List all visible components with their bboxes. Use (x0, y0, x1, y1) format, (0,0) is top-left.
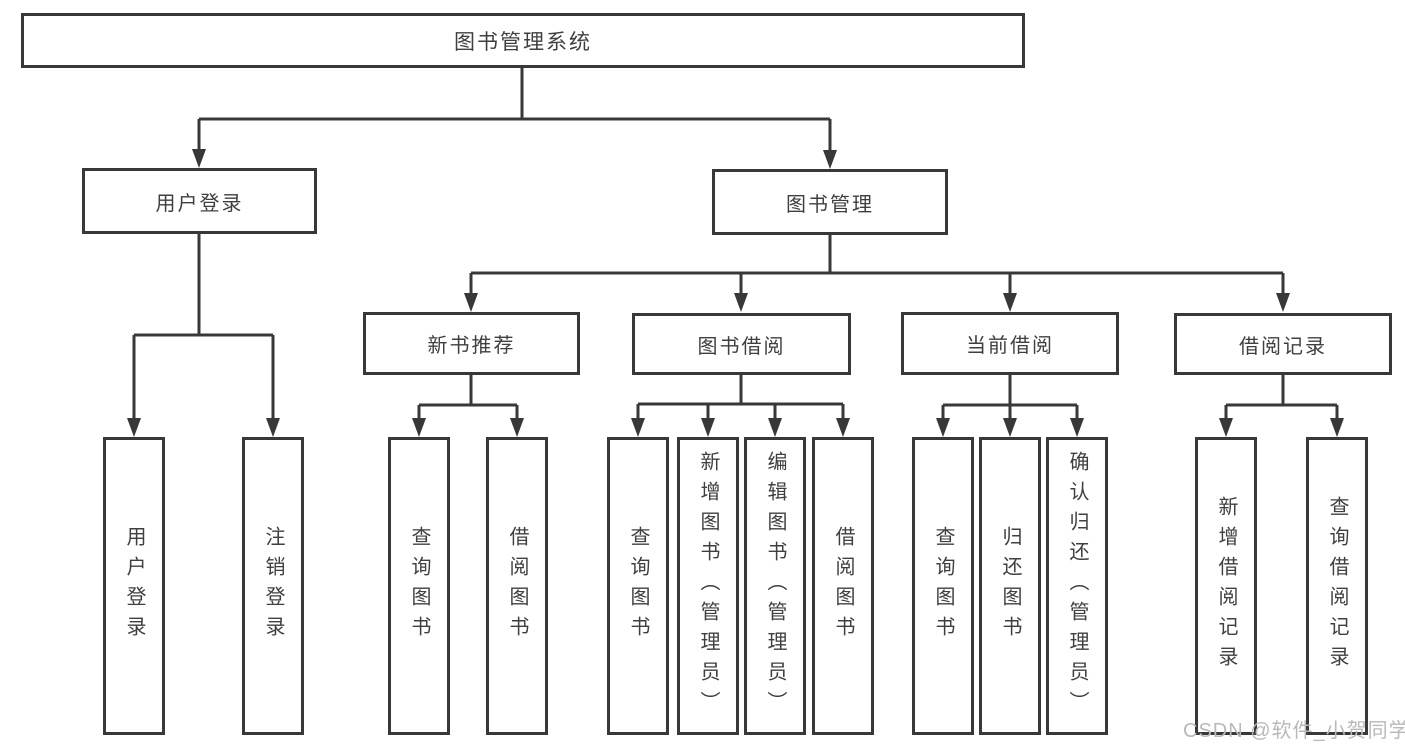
arrowheads (127, 119, 1344, 437)
leaf-label: 查询图书 (932, 526, 954, 646)
leaf-query-books-current: 查询图书 (912, 437, 974, 735)
node-current-borrowing: 当前借阅 (901, 312, 1119, 375)
leaf-label: 借阅图书 (506, 526, 528, 646)
csdn-watermark: CSDN @软件_小贺同学 (1183, 720, 1405, 742)
leaf-label: 归还图书 (999, 526, 1021, 646)
leaf-edit-books-admin: 编辑图书（管理员） (744, 437, 806, 735)
leaf-add-borrow-record: 新增借阅记录 (1195, 437, 1257, 735)
leaf-borrow-books-recommend: 借阅图书 (486, 437, 548, 735)
leaf-label: 查询借阅记录 (1326, 496, 1348, 676)
leaf-label: 用户登录 (123, 526, 145, 646)
leaf-label: 编辑图书（管理员） (764, 451, 786, 721)
leaf-query-borrow-record: 查询借阅记录 (1306, 437, 1368, 735)
leaf-borrow-books: 借阅图书 (812, 437, 874, 735)
node-library-management-system: 图书管理系统 (21, 13, 1025, 68)
leaf-label: 新增图书（管理员） (697, 451, 719, 721)
leaf-label: 新增借阅记录 (1215, 496, 1237, 676)
leaf-user-login: 用户登录 (103, 437, 165, 735)
node-user-login: 用户登录 (82, 168, 317, 234)
leaf-confirm-return-admin: 确认归还（管理员） (1046, 437, 1108, 735)
leaf-label: 查询图书 (408, 526, 430, 646)
node-borrowing-records: 借阅记录 (1174, 313, 1392, 375)
leaf-label: 注销登录 (262, 526, 284, 646)
leaf-logout: 注销登录 (242, 437, 304, 735)
node-new-book-recommend: 新书推荐 (363, 312, 580, 375)
node-book-borrowing: 图书借阅 (632, 313, 851, 375)
connector-segments (134, 68, 1337, 407)
leaf-return-books: 归还图书 (979, 437, 1041, 735)
leaf-query-books-recommend: 查询图书 (388, 437, 450, 735)
leaf-label: 确认归还（管理员） (1066, 451, 1088, 721)
leaf-query-books-borrowing: 查询图书 (607, 437, 669, 735)
leaf-label: 查询图书 (627, 526, 649, 646)
leaf-add-books-admin: 新增图书（管理员） (677, 437, 739, 735)
leaf-label: 借阅图书 (832, 526, 854, 646)
node-book-management: 图书管理 (712, 169, 948, 235)
